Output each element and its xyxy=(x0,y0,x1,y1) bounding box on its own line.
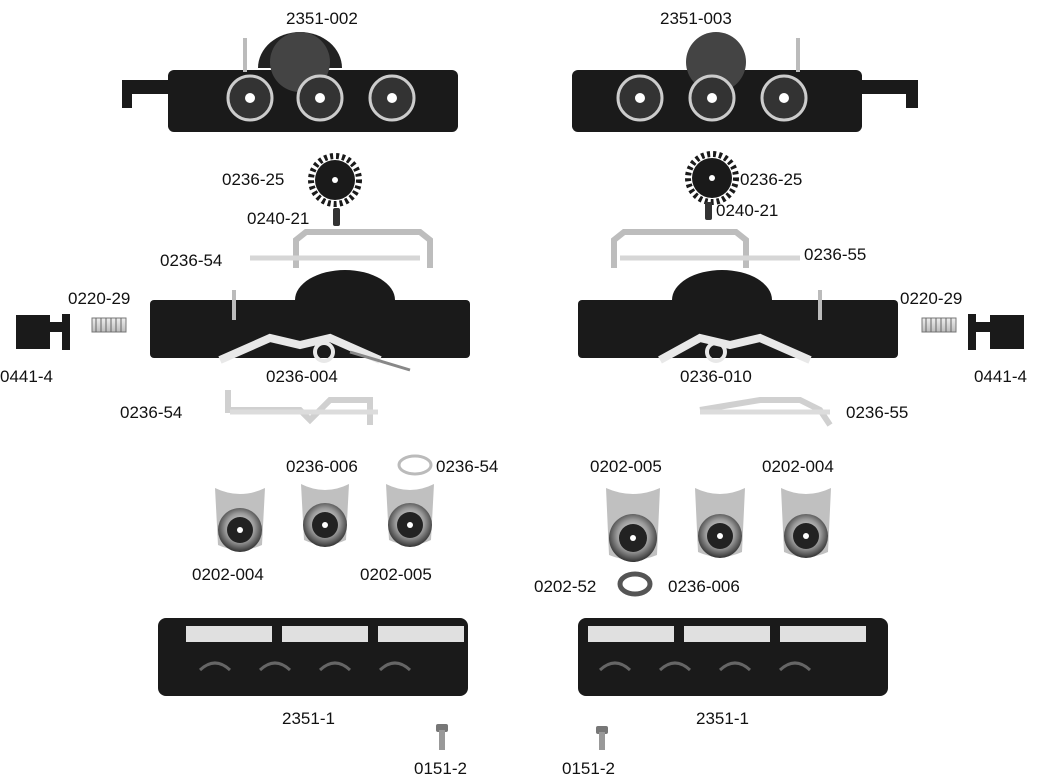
sideframe-right xyxy=(578,618,888,696)
gearbox-right xyxy=(578,270,898,364)
truck-assembly-left xyxy=(122,32,458,132)
wheelset-right-1 xyxy=(606,488,660,562)
coupler-right xyxy=(968,314,1024,350)
label-screw-right: 0151-2 xyxy=(562,759,615,778)
label-washer-ring-left: 0236-54 xyxy=(436,457,499,476)
label-sideframe-right: 2351-1 xyxy=(696,709,749,728)
label-coupler-left: 0441-4 xyxy=(0,367,53,386)
gear-left xyxy=(308,153,362,207)
gearbox-left xyxy=(150,270,470,372)
label-spring-left: 0220-29 xyxy=(68,289,131,308)
pin-right xyxy=(705,202,712,220)
label-wheelset-left-1: 0202-004 xyxy=(192,565,264,584)
screw-left xyxy=(436,724,448,750)
wheelset-right-2 xyxy=(695,488,745,558)
label-lower-frame-left: 0236-54 xyxy=(120,403,183,422)
washer-ring-right xyxy=(617,571,653,597)
label-truck-assembly-left: 2351-002 xyxy=(286,9,358,28)
label-gear-left: 0236-25 xyxy=(222,170,285,189)
coupler-left xyxy=(16,314,70,350)
label-coupler-right: 0441-4 xyxy=(974,367,1027,386)
upper-frame-right xyxy=(611,229,800,268)
label-gear-right: 0236-25 xyxy=(740,170,803,189)
gear-right xyxy=(685,151,739,205)
washer-ring-left xyxy=(397,454,433,476)
spring-right xyxy=(921,317,957,333)
screw-right xyxy=(596,726,608,750)
spring-left xyxy=(91,317,127,333)
lower-frame-left xyxy=(225,390,378,425)
lower-frame-right xyxy=(699,397,833,427)
label-pin-right: 0240-21 xyxy=(716,201,779,220)
label-truck-assembly-right: 2351-003 xyxy=(660,9,732,28)
label-lower-frame-right: 0236-55 xyxy=(846,403,909,422)
label-gearbox-left: 0236-004 xyxy=(266,367,338,386)
wheelset-left-3 xyxy=(386,484,434,547)
wheelset-left-1 xyxy=(215,488,265,552)
upper-frame-left xyxy=(250,229,433,268)
truck-assembly-right xyxy=(572,32,918,132)
wheelset-right-3 xyxy=(781,488,831,558)
label-upper-frame-left: 0236-54 xyxy=(160,251,223,270)
label-wheelset-right-3: 0202-004 xyxy=(762,457,834,476)
pin-left xyxy=(333,208,340,226)
label-gearbox-right: 0236-010 xyxy=(680,367,752,386)
label-wheelset-right-1: 0202-005 xyxy=(590,457,662,476)
label-pin-left: 0240-21 xyxy=(247,209,310,228)
wheelset-left-2 xyxy=(301,484,349,547)
label-spring-right: 0220-29 xyxy=(900,289,963,308)
label-wheelset-left-3: 0202-005 xyxy=(360,565,432,584)
label-upper-frame-right: 0236-55 xyxy=(804,245,867,264)
label-ring-right: 0202-52 xyxy=(534,577,597,596)
label-washer-right: 0236-006 xyxy=(668,577,740,596)
label-washer-left: 0236-006 xyxy=(286,457,358,476)
label-sideframe-left: 2351-1 xyxy=(282,709,335,728)
sideframe-left xyxy=(158,618,468,696)
label-screw-left: 0151-2 xyxy=(414,759,467,778)
